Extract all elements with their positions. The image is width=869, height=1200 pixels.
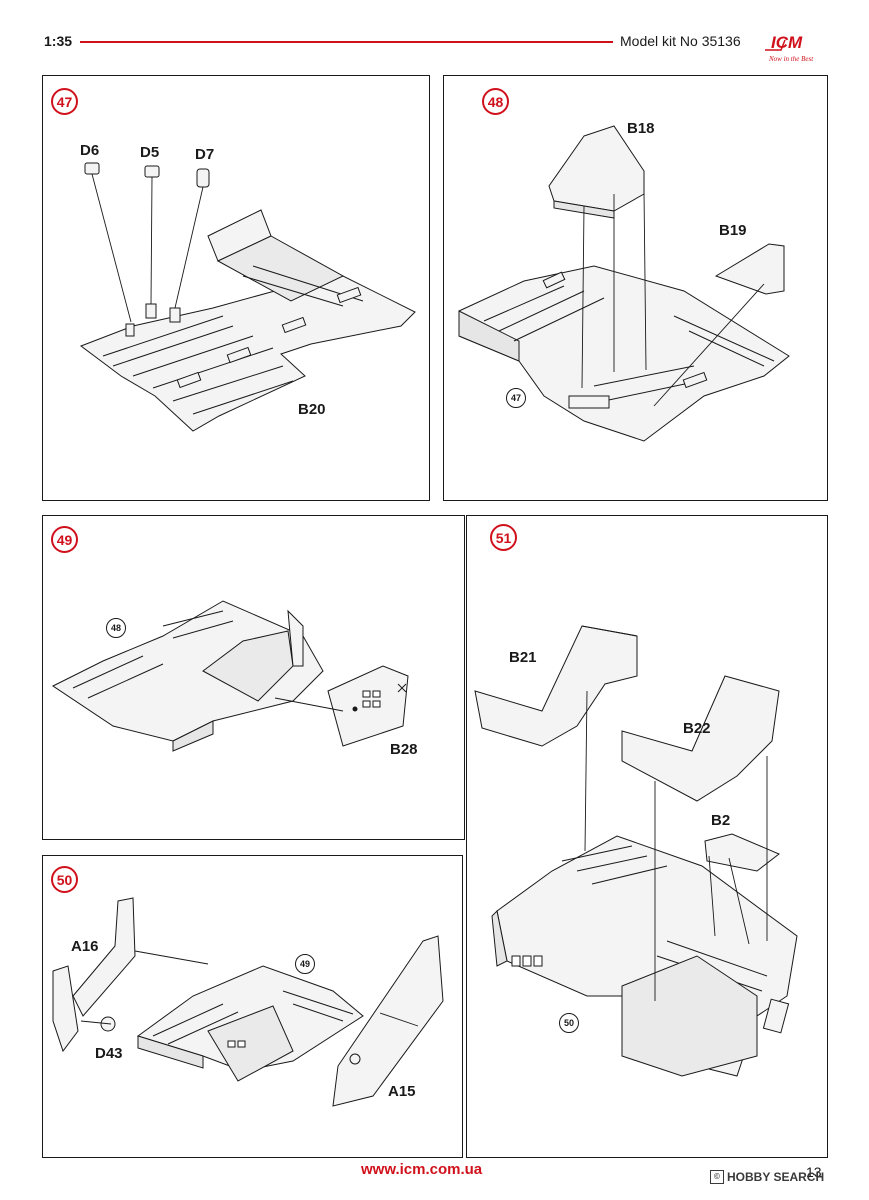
step-47-badge: 47 bbox=[51, 88, 78, 115]
part-label-b22: B22 bbox=[683, 720, 711, 737]
part-label-a16: A16 bbox=[71, 938, 99, 955]
page-number: 13 bbox=[806, 1164, 822, 1180]
watermark-icon: © bbox=[710, 1170, 724, 1184]
part-label-d6: D6 bbox=[80, 142, 100, 159]
step-48-badge: 48 bbox=[482, 88, 509, 115]
part-label-b19: B19 bbox=[719, 222, 747, 239]
step-50-drawing bbox=[52, 897, 444, 1107]
part-label-b2: B2 bbox=[711, 812, 731, 829]
step-50-panel: 50 49 bbox=[42, 855, 463, 1158]
step-51-ref-badge: 50 bbox=[559, 1013, 579, 1033]
step-51-badge: 51 bbox=[490, 524, 517, 551]
part-label-d5: D5 bbox=[140, 144, 160, 161]
step-50-badge: 50 bbox=[51, 866, 78, 893]
scale-label: 1:35 bbox=[44, 33, 73, 49]
svg-text:ICM: ICM bbox=[771, 33, 803, 52]
part-label-b28: B28 bbox=[390, 741, 418, 758]
step-49-drawing bbox=[52, 600, 409, 752]
step-47-panel: 47 bbox=[42, 75, 430, 501]
step-50-ref-badge: 49 bbox=[295, 954, 315, 974]
header-rule bbox=[80, 41, 613, 43]
part-label-b20: B20 bbox=[298, 401, 326, 418]
icm-logo: ICM Now in the Best bbox=[763, 28, 825, 66]
part-label-d7: D7 bbox=[195, 146, 215, 163]
footer-url[interactable]: www.icm.com.ua bbox=[361, 1161, 483, 1178]
step-49-panel: 49 48 B28 bbox=[42, 515, 465, 840]
part-label-d43: D43 bbox=[95, 1045, 123, 1062]
step-48-ref-badge: 47 bbox=[506, 388, 526, 408]
kit-number: Model kit No 35136 bbox=[620, 33, 741, 49]
step-51-drawing bbox=[474, 625, 798, 1077]
step-48-panel: 48 47 bbox=[443, 75, 828, 501]
step-49-badge: 49 bbox=[51, 526, 78, 553]
part-label-a15: A15 bbox=[388, 1083, 416, 1100]
part-label-b21: B21 bbox=[509, 649, 537, 666]
watermark: © HOBBY SEARCH bbox=[710, 1170, 824, 1184]
svg-text:Now in the Best: Now in the Best bbox=[768, 55, 814, 63]
step-47-drawing bbox=[79, 162, 416, 432]
step-51-panel: 51 50 bbox=[466, 515, 828, 1158]
step-48-drawing bbox=[458, 125, 790, 442]
watermark-text: HOBBY SEARCH bbox=[727, 1170, 825, 1184]
part-label-b18: B18 bbox=[627, 120, 655, 137]
step-49-ref-badge: 48 bbox=[106, 618, 126, 638]
